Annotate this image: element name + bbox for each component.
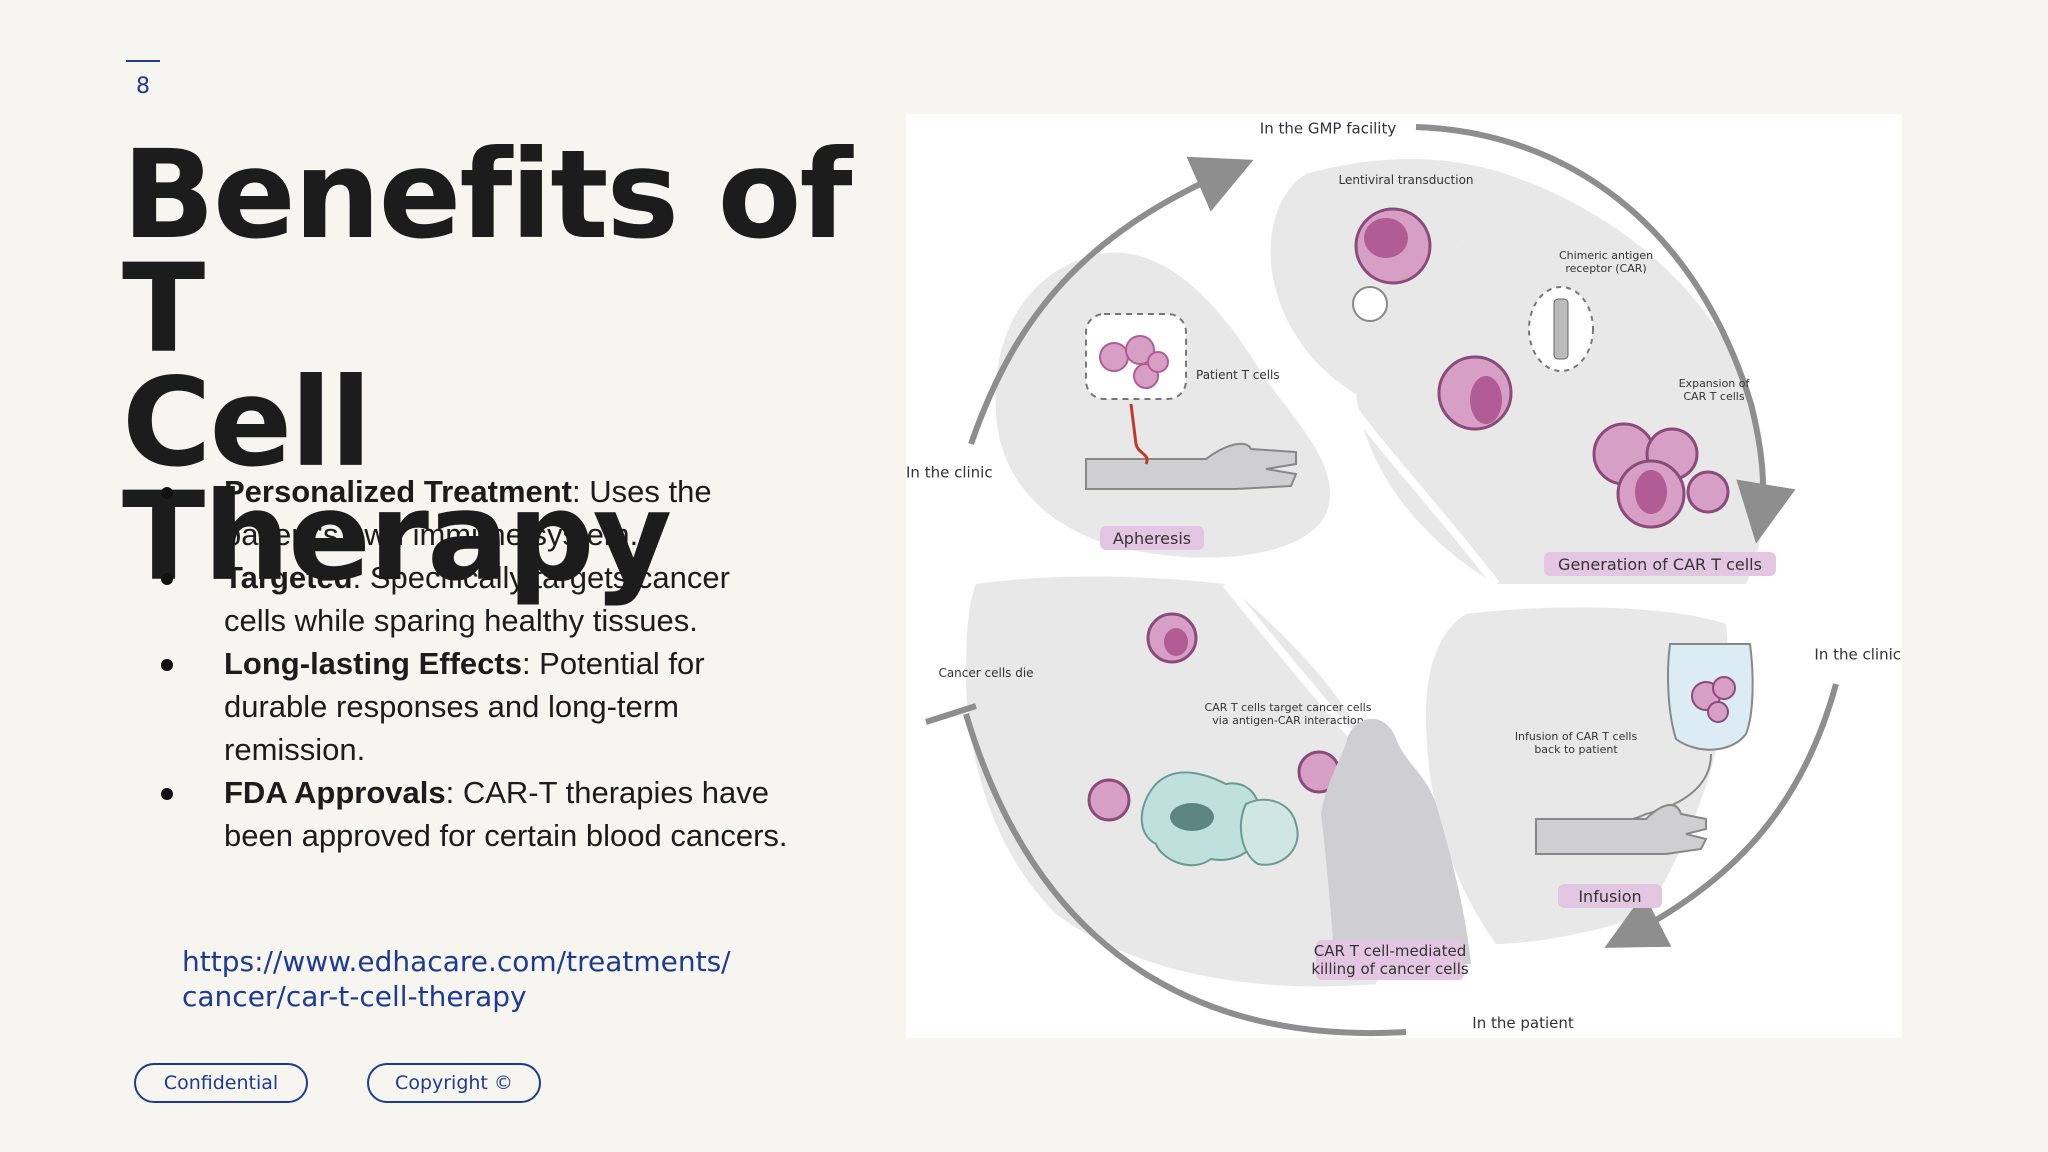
label-target-line-2: via antigen-CAR interaction [1212, 714, 1363, 727]
nucleus [1364, 218, 1408, 258]
label-bg [1544, 552, 1776, 576]
label-cancer-die: Cancer cells die [938, 666, 1033, 680]
bullet-heading: Long-lasting Effects [224, 646, 522, 681]
diagram-svg: Patient T cells Apheresis Lentiviral tra… [906, 120, 1901, 1037]
bullet-text: : Specifically targets cancer cells whil… [224, 560, 730, 638]
source-link[interactable]: https://www.edhacare.com/treatments/ can… [182, 944, 742, 1014]
car-t-cell [1087, 778, 1131, 822]
label-clinic-right: In the clinic [1814, 646, 1901, 664]
list-item: FDA Approvals: CAR-T therapies have been… [157, 771, 797, 857]
cycle-arrow-bar [925, 703, 977, 725]
label-expansion-line-1: Expansion of [1679, 377, 1751, 390]
slide-number-rule [126, 60, 160, 62]
list-item: Personalized Treatment: Uses the patient… [157, 470, 797, 556]
label-lentiviral: Lentiviral transduction [1338, 173, 1473, 187]
label-bg [1558, 884, 1662, 908]
label-bg [1100, 526, 1204, 550]
copyright-badge: Copyright © [367, 1063, 541, 1103]
label-car-line-2: receptor (CAR) [1565, 262, 1646, 275]
bullet-heading: Personalized Treatment [224, 474, 573, 509]
bullet-heading: Targeted [224, 560, 353, 595]
t-cell [1125, 335, 1155, 365]
label-clinic-left: In the clinic [906, 464, 993, 482]
car-t-cell [1686, 470, 1730, 514]
needle-line [1129, 403, 1149, 465]
nucleus [1170, 803, 1214, 831]
label-infusion-back-line-2: back to patient [1534, 743, 1618, 756]
car-t-process-diagram: Patient T cells Apheresis Lentiviral tra… [906, 114, 1902, 1038]
t-cell [1099, 342, 1129, 372]
slide-title-line-2: Cell Therapy [122, 352, 672, 608]
list-item: Long-lasting Effects: Potential for dura… [157, 642, 797, 771]
label-generation: Generation of CAR T cells [1558, 555, 1762, 574]
panel-divider [1332, 381, 1500, 587]
bullet-text: : Uses the patient's own immune system. [224, 474, 712, 552]
label-infusion-back-line-1: Infusion of CAR T cells [1515, 730, 1638, 743]
slide-title: Benefits of T Cell Therapy [122, 124, 882, 608]
label-car-line-1: Chimeric antigen [1559, 249, 1653, 262]
panel-infusion [1426, 607, 1728, 944]
label-patient-t-cells: Patient T cells [1196, 368, 1280, 382]
label-target-line-1: CAR T cells target cancer cells [1205, 701, 1372, 714]
label-apheresis: Apheresis [1113, 529, 1191, 548]
label-expansion-line-2: CAR T cells [1683, 390, 1744, 403]
car-receptor [1553, 298, 1569, 360]
car-t-cell [1712, 676, 1736, 700]
nucleus [1635, 470, 1667, 514]
source-link-line-1: https://www.edhacare.com/treatments/ [182, 945, 731, 978]
list-item: Targeted: Specifically targets cancer ce… [157, 556, 797, 642]
confidential-badge: Confidential [134, 1063, 308, 1103]
cancer-cell [1239, 798, 1299, 866]
label-killing-line-1: CAR T cell-mediated [1314, 942, 1466, 960]
label-gmp: In the GMP facility [1260, 120, 1397, 138]
cycle-arrow-right-top [1415, 124, 1796, 544]
nucleus [1164, 628, 1188, 656]
cycle-arrow-bottom [963, 713, 1407, 1037]
arm-illustration [1085, 442, 1298, 490]
car-t-cell [1707, 701, 1729, 723]
label-killing-line-2: killing of cancer cells [1311, 960, 1469, 978]
slide-title-line-1: Benefits of T [122, 124, 853, 380]
source-link-line-2: cancer/car-t-cell-therapy [182, 980, 527, 1013]
nucleus [1470, 376, 1502, 424]
benefits-list: Personalized Treatment: Uses the patient… [157, 470, 797, 857]
label-bg [1316, 940, 1464, 980]
slide-number: 8 [136, 74, 150, 99]
label-patient: In the patient [1472, 1014, 1574, 1032]
bullet-heading: FDA Approvals [224, 775, 446, 810]
t-cell [1147, 351, 1169, 373]
bullet-text: : CAR-T therapies have been approved for… [224, 775, 788, 853]
lentivirus [1352, 286, 1388, 322]
cycle-arrow-right-bottom [1604, 683, 1839, 948]
patient-silhouette [1321, 718, 1471, 974]
bullet-text: : Potential for durable responses and lo… [224, 646, 705, 767]
label-infusion: Infusion [1578, 887, 1641, 906]
arm-illustration [1535, 804, 1708, 855]
cycle-arrow-top [968, 156, 1254, 445]
